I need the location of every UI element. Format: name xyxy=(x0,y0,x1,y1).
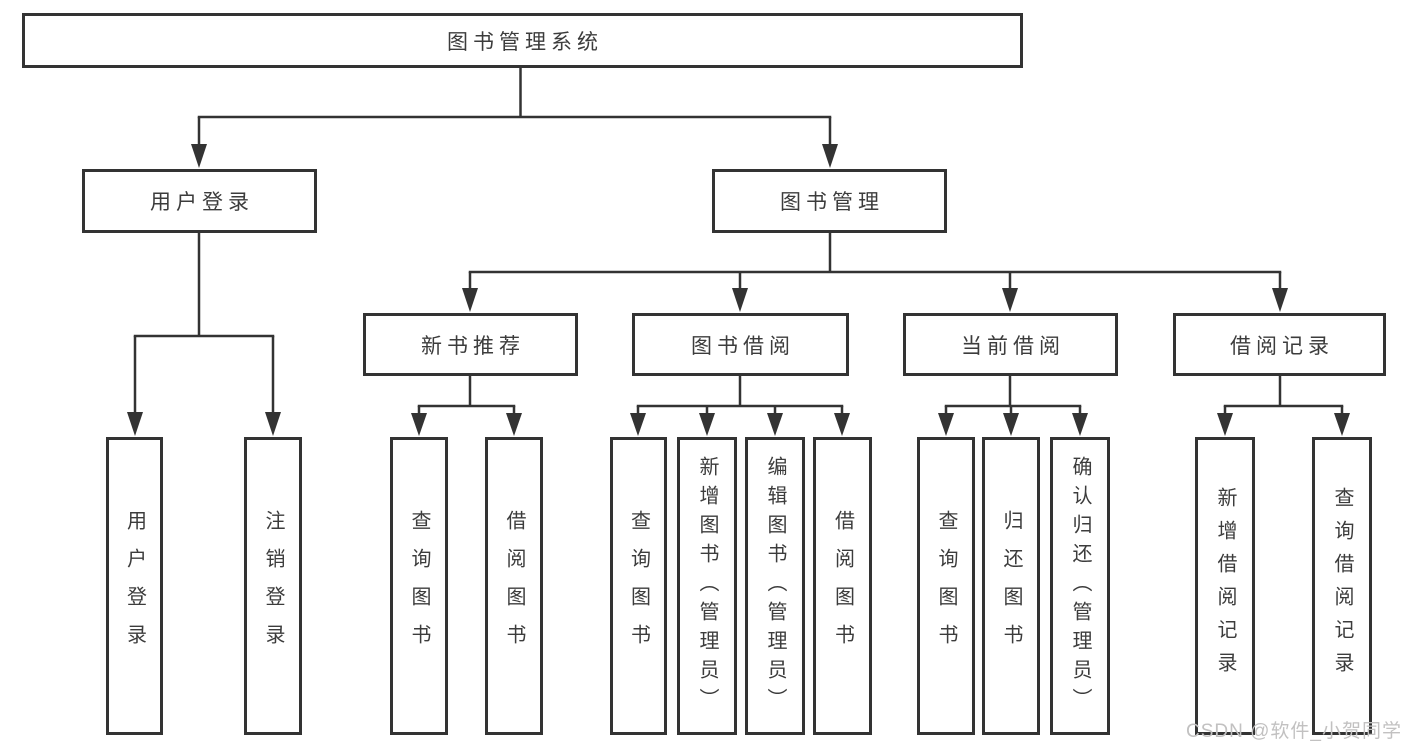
node-label: 借阅记录 xyxy=(1230,334,1334,358)
leaf-label: 借阅图书 xyxy=(831,510,854,662)
connector-current-borrow-children xyxy=(938,375,1088,436)
leaf-label: 借阅图书 xyxy=(503,510,525,662)
connector-root-to-level2 xyxy=(191,66,838,168)
leaf-label: 归还图书 xyxy=(1000,510,1022,662)
node-label: 新书推荐 xyxy=(421,334,525,358)
leaf-borrow-books: 借阅图书 xyxy=(485,437,543,735)
leaf-return-book: 归还图书 xyxy=(982,437,1040,735)
leaf-label: 查询图书 xyxy=(935,510,957,662)
node-label: 图书管理 xyxy=(780,191,884,214)
node-label: 当前借阅 xyxy=(961,334,1065,358)
leaf-label: 确认归还（管理员） xyxy=(1069,455,1091,717)
connector-borrow-records-children xyxy=(1217,375,1350,436)
node-current-borrow: 当前借阅 xyxy=(903,313,1118,376)
leaf-confirm-return-admin: 确认归还（管理员） xyxy=(1050,437,1110,735)
leaf-label: 用户登录 xyxy=(123,510,146,662)
connector-book-borrow-children xyxy=(630,375,850,436)
node-label: 图书借阅 xyxy=(691,334,795,358)
leaf-borrow-books-2: 借阅图书 xyxy=(813,437,872,735)
connector-user-login-children xyxy=(127,231,281,436)
leaf-query-books-2: 查询图书 xyxy=(610,437,667,735)
node-user-login: 用户登录 xyxy=(82,169,317,233)
leaf-query-books-3: 查询图书 xyxy=(917,437,975,735)
leaf-label: 新增图书（管理员） xyxy=(696,455,718,717)
leaf-label: 新增借阅记录 xyxy=(1214,487,1236,685)
node-book-borrow: 图书借阅 xyxy=(632,313,849,376)
leaf-add-book-admin: 新增图书（管理员） xyxy=(677,437,737,735)
node-label: 图书管理系统 xyxy=(447,30,603,54)
node-borrow-records: 借阅记录 xyxy=(1173,313,1386,376)
connector-new-book-children xyxy=(411,375,522,436)
leaf-user-login: 用户登录 xyxy=(106,437,163,735)
node-book-management: 图书管理 xyxy=(712,169,947,233)
node-new-book-recommend: 新书推荐 xyxy=(363,313,578,376)
connector-book-mgmt-to-level3 xyxy=(462,231,1288,312)
leaf-query-borrow-record: 查询借阅记录 xyxy=(1312,437,1372,735)
leaf-logout: 注销登录 xyxy=(244,437,302,735)
node-label: 用户登录 xyxy=(150,191,254,214)
node-library-management-system: 图书管理系统 xyxy=(22,13,1023,68)
leaf-query-books: 查询图书 xyxy=(390,437,448,735)
csdn-watermark: CSDN @软件_小贺同学 xyxy=(1186,721,1402,742)
leaf-label: 编辑图书（管理员） xyxy=(764,455,786,717)
leaf-label: 查询借阅记录 xyxy=(1331,487,1353,685)
leaf-label: 查询图书 xyxy=(408,510,430,662)
leaf-label: 查询图书 xyxy=(627,510,650,662)
leaf-label: 注销登录 xyxy=(262,510,284,662)
leaf-edit-book-admin: 编辑图书（管理员） xyxy=(745,437,805,735)
leaf-add-borrow-record: 新增借阅记录 xyxy=(1195,437,1255,735)
